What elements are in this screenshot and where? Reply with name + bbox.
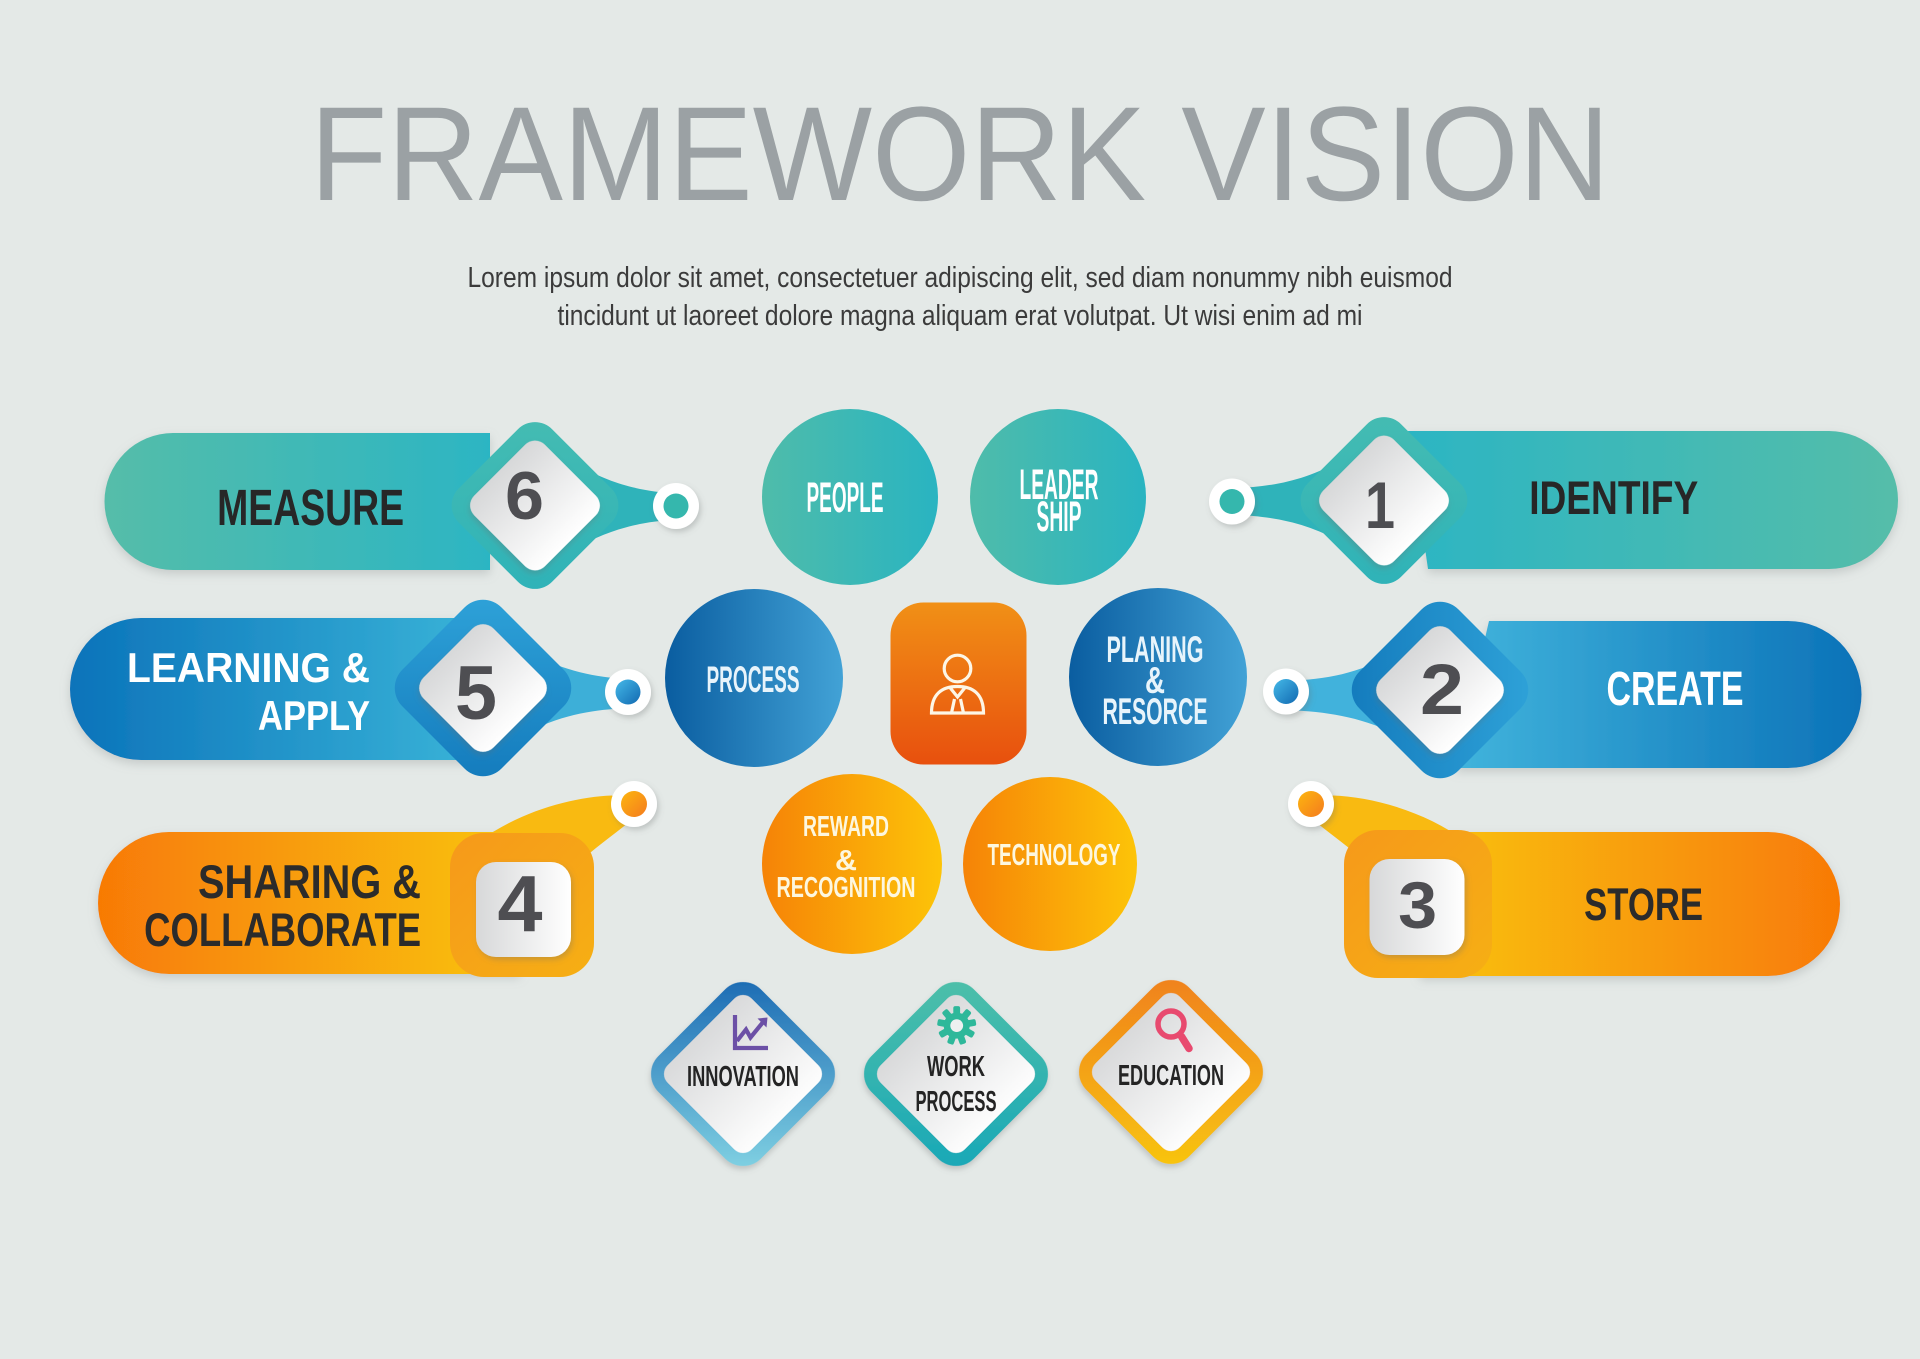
svg-text:PROCESS: PROCESS xyxy=(707,659,800,700)
svg-text:PROCESS: PROCESS xyxy=(916,1086,997,1118)
svg-text:Lorem ipsum dolor sit amet, co: Lorem ipsum dolor sit amet, consectetuer… xyxy=(468,262,1453,294)
svg-text:EDUCATION: EDUCATION xyxy=(1118,1060,1224,1092)
svg-text:LEADER: LEADER xyxy=(1020,461,1099,509)
svg-text:PEOPLE: PEOPLE xyxy=(807,474,884,522)
svg-text:REWARD: REWARD xyxy=(803,811,889,843)
svg-text:tincidunt ut laoreet dolore ma: tincidunt ut laoreet dolore magna aliqua… xyxy=(558,300,1363,332)
svg-text:TECHNOLOGY: TECHNOLOGY xyxy=(988,837,1121,872)
svg-text:MEASURE: MEASURE xyxy=(217,479,404,536)
svg-text:CREATE: CREATE xyxy=(1607,663,1744,716)
svg-text:COLLABORATE: COLLABORATE xyxy=(144,903,421,956)
svg-text:6: 6 xyxy=(505,458,544,534)
svg-text:1: 1 xyxy=(1365,468,1395,542)
svg-text:PLANING: PLANING xyxy=(1107,629,1204,670)
svg-text:FRAMEWORK VISION: FRAMEWORK VISION xyxy=(310,80,1610,229)
svg-text:&: & xyxy=(1145,660,1165,701)
svg-text:SHIP: SHIP xyxy=(1037,493,1082,541)
svg-text:SHARING &: SHARING & xyxy=(198,855,421,908)
svg-text:&: & xyxy=(835,845,857,877)
svg-text:5: 5 xyxy=(455,651,497,736)
svg-text:APPLY: APPLY xyxy=(258,692,370,739)
svg-text:2: 2 xyxy=(1420,651,1464,730)
svg-text:INNOVATION: INNOVATION xyxy=(687,1061,799,1093)
svg-text:RESORCE: RESORCE xyxy=(1103,691,1208,732)
svg-text:LEARNING &: LEARNING & xyxy=(127,644,370,691)
svg-text:IDENTIFY: IDENTIFY xyxy=(1529,471,1698,524)
svg-text:RECOGNITION: RECOGNITION xyxy=(777,872,916,904)
svg-text:STORE: STORE xyxy=(1584,879,1703,930)
svg-text:3: 3 xyxy=(1398,868,1437,942)
svg-text:4: 4 xyxy=(498,859,544,948)
svg-text:WORK: WORK xyxy=(927,1051,985,1083)
